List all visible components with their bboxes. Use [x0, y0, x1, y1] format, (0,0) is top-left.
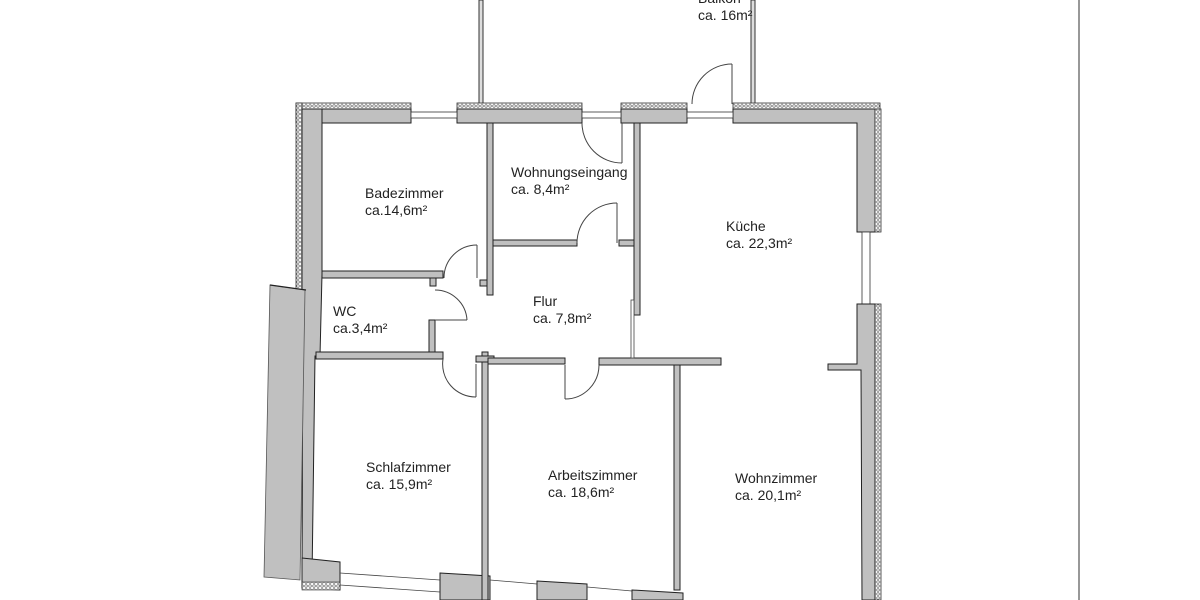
room-label-flur: Flur ca. 7,8m² [533, 293, 591, 327]
room-label-wc: WC ca.3,4m² [333, 303, 387, 337]
room-name: WC [333, 303, 357, 319]
room-name: Balkon [698, 0, 752, 7]
exterior-wall-bottom [301, 557, 684, 600]
room-label-badezimmer: Badezimmer ca.14,6m² [365, 185, 444, 219]
room-name: Wohnungseingang [511, 164, 628, 180]
room-area: ca.3,4m² [333, 320, 388, 336]
room-area: ca. 20,1m² [735, 487, 802, 503]
exterior-wall-right [827, 108, 882, 600]
room-area: ca. 16m² [698, 7, 753, 23]
room-name: Wohnzimmer [735, 470, 818, 486]
room-name: Flur [533, 293, 558, 309]
room-area: ca. 18,6m² [548, 484, 615, 500]
room-area: ca. 15,9m² [366, 476, 433, 492]
interior-walls [315, 122, 722, 600]
room-label-schlafzimmer: Schlafzimmer ca. 15,9m² [366, 459, 451, 493]
room-label-wohnungseingang: Wohnungseingang ca. 8,4m² [511, 164, 628, 198]
room-area: ca.14,6m² [365, 202, 428, 218]
room-label-arbeitszimmer: Arbeitszimmer ca. 18,6m² [548, 467, 637, 501]
room-name: Schlafzimmer [366, 459, 451, 475]
room-area: ca. 7,8m² [533, 310, 592, 326]
room-label-kueche: Küche ca. 22,3m² [726, 218, 792, 252]
room-area: ca. 22,3m² [726, 235, 793, 251]
room-area: ca. 8,4m² [511, 181, 570, 197]
room-name: Küche [726, 218, 766, 234]
exterior-wall-left [263, 102, 323, 581]
room-label-wohnzimmer: Wohnzimmer ca. 20,1m² [735, 470, 817, 504]
room-name: Arbeitszimmer [548, 467, 638, 483]
room-label-balkon: Balkon ca. 16m² [698, 0, 752, 24]
door-swings [434, 122, 623, 400]
balcony-door [691, 63, 733, 105]
room-name: Badezimmer [365, 185, 444, 201]
